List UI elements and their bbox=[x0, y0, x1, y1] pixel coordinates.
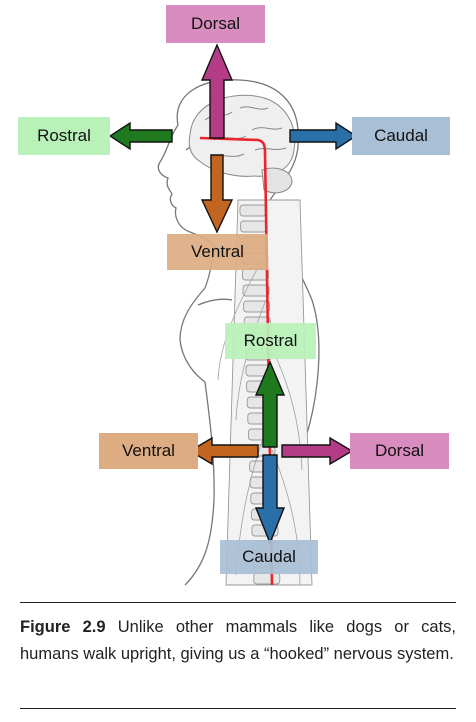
caption-label: Figure 2.9 bbox=[20, 618, 106, 636]
head-caudal-text: Caudal bbox=[374, 126, 428, 145]
neural-axis-line bbox=[199, 136, 274, 586]
spine-dorsal-text: Dorsal bbox=[374, 441, 425, 460]
vertebra-sketch bbox=[239, 204, 267, 217]
cerebellum-sketch bbox=[261, 167, 293, 194]
head-ventral-label: Ventral bbox=[167, 234, 268, 270]
spine-dorsal-label: Dorsal bbox=[350, 433, 449, 469]
anatomy-illustration bbox=[108, 43, 358, 586]
head-caudal-label: Caudal bbox=[352, 117, 450, 155]
head-dorsal-label: Dorsal bbox=[166, 5, 265, 43]
spine-rostral-label: Rostral bbox=[225, 323, 316, 359]
head-dorsal-text: Dorsal bbox=[190, 14, 241, 33]
figure-caption: Figure 2.9 Unlike other mammals like dog… bbox=[20, 614, 456, 668]
vertebra-sketch bbox=[240, 220, 268, 233]
head-dorsal-arrow bbox=[200, 43, 234, 139]
spine-caudal-arrow bbox=[254, 454, 286, 545]
spine-rostral-arrow bbox=[254, 360, 286, 448]
spine-dorsal-arrow bbox=[281, 436, 354, 466]
vertebra-sketch bbox=[243, 300, 271, 313]
vertebra-sketch bbox=[241, 268, 269, 281]
caption-bottom-rule bbox=[20, 708, 456, 709]
vertebra-sketch bbox=[253, 572, 281, 585]
head-ventral-arrow bbox=[200, 154, 234, 234]
vertebra-sketch bbox=[242, 284, 270, 297]
spine-ventral-label: Ventral bbox=[99, 433, 198, 469]
brain-sketch bbox=[188, 94, 296, 177]
spine-ventral-text: Ventral bbox=[122, 441, 175, 460]
head-ventral-text: Ventral bbox=[191, 242, 244, 261]
caption-top-rule bbox=[20, 602, 456, 603]
caption-text: Unlike other mammals like dogs or cats, … bbox=[20, 618, 456, 663]
head-rostral-text: Rostral bbox=[37, 126, 91, 145]
head-rostral-arrow bbox=[108, 121, 173, 151]
spine-ventral-arrow bbox=[188, 436, 259, 466]
spine-caudal-label: Caudal bbox=[220, 540, 318, 574]
nervous-system-figure: Dorsal Rostral Caudal Ventral Rostral Ve… bbox=[18, 5, 450, 586]
spine-caudal-text: Caudal bbox=[242, 547, 296, 566]
spine-rostral-text: Rostral bbox=[243, 331, 298, 350]
head-rostral-label: Rostral bbox=[18, 117, 110, 155]
head-caudal-arrow bbox=[289, 121, 358, 151]
